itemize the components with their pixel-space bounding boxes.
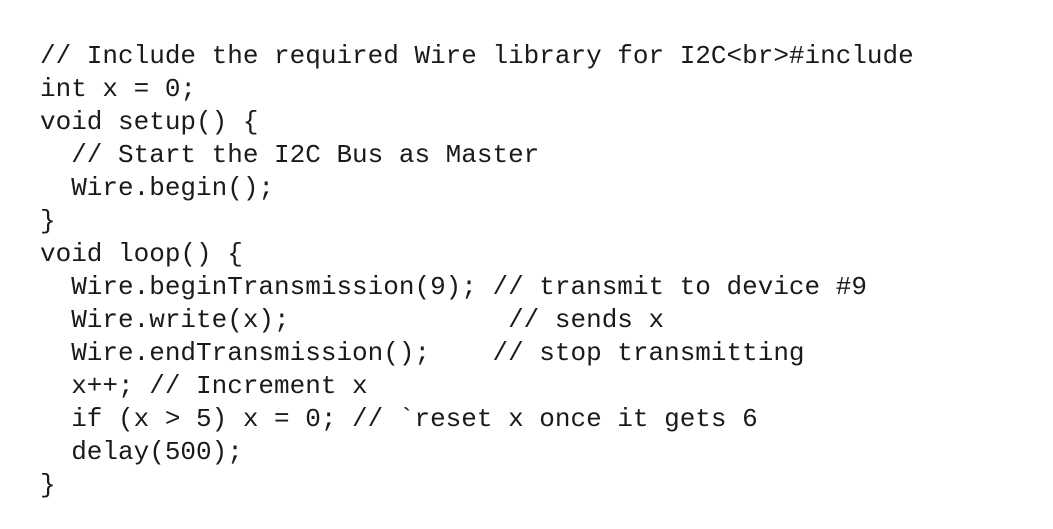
code-line-8: Wire.beginTransmission(9); // transmit t… <box>40 272 867 302</box>
code-listing: // Include the required Wire library for… <box>40 40 914 502</box>
code-line-1: // Include the required Wire library for… <box>40 41 914 71</box>
code-line-4: // Start the I2C Bus as Master <box>40 140 540 170</box>
code-line-3: void setup() { <box>40 107 259 137</box>
code-line-5: Wire.begin(); <box>40 173 275 203</box>
code-line-11: x++; // Increment x <box>40 371 368 401</box>
code-line-14: } <box>40 470 56 500</box>
code-line-7: void loop() { <box>40 239 243 269</box>
code-line-2: int x = 0; <box>40 74 197 104</box>
code-line-10: Wire.endTransmission(); // stop transmit… <box>40 338 805 368</box>
code-line-12: if (x > 5) x = 0; // `reset x once it ge… <box>40 404 758 434</box>
code-line-13: delay(500); <box>40 437 243 467</box>
code-line-9: Wire.write(x); // sends x <box>40 305 665 335</box>
code-line-6: } <box>40 206 56 236</box>
